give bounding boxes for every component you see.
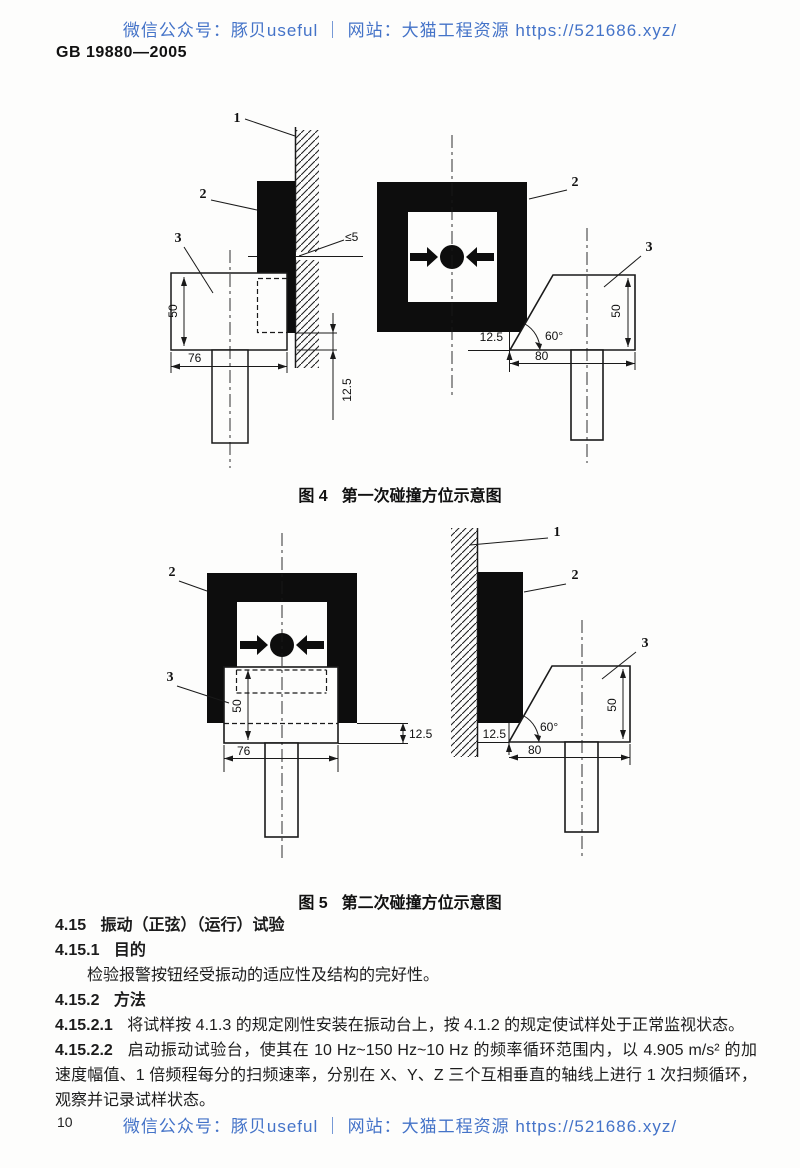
clause-4-15-2-1: 4.15.2.1 将试样按 4.1.3 的规定刚性安装在振动台上，按 4.1.2 …	[55, 1013, 757, 1038]
clause-number: 4.15.2.1	[55, 1017, 113, 1034]
part-2-label: 2	[169, 565, 176, 580]
angle-60-label: 60°	[540, 720, 558, 734]
dim-50-label: 50	[166, 304, 180, 318]
hidden-outline-dashed	[256, 277, 287, 334]
hammer-shaft	[564, 741, 599, 833]
part-3-label: 3	[175, 231, 182, 246]
clause-text: 将试样按 4.1.3 的规定刚性安装在振动台上，按 4.1.2 的规定使试样处于…	[127, 1017, 745, 1034]
fig4-front-view-dimensions	[468, 189, 642, 372]
clause-4-15-heading: 4.15 振动（正弦）（运行）试验	[55, 913, 757, 938]
part-3-label: 3	[167, 670, 174, 685]
watermark-bottom: 微信公众号：豚贝useful ｜ 网站：大猫工程资源 https://52168…	[122, 1117, 678, 1136]
fig5-side-view-dimensions	[469, 537, 637, 765]
dim-50-label: 50	[605, 698, 619, 712]
dim-50-label: 50	[230, 699, 244, 713]
wall-hatch	[451, 528, 477, 757]
clause-number: 4.15.2	[55, 992, 100, 1009]
standard-number: GB 19880—2005	[56, 44, 188, 61]
dim-12-5-label: 12.5	[340, 378, 354, 402]
part-2-label: 2	[200, 187, 207, 202]
dim-12-5-label: 12.5	[480, 330, 504, 344]
part-1-label: 1	[234, 111, 241, 126]
dim-76-label: 76	[188, 351, 202, 365]
part-3-label: 3	[646, 240, 653, 255]
figure5-number: 图 5	[298, 895, 328, 912]
clause-4-15-2-heading: 4.15.2 方法	[55, 988, 757, 1013]
part-2-label: 2	[572, 568, 579, 583]
dim-12-5-label: 12.5	[409, 727, 433, 741]
wall-hatch	[296, 130, 319, 368]
figure4-number: 图 4	[298, 488, 328, 505]
part-3-label: 3	[642, 636, 649, 651]
clause-number: 4.15	[55, 917, 87, 934]
part-2-label: 2	[572, 175, 579, 190]
figure4-title: 第一次碰撞方位示意图	[341, 488, 502, 505]
dim-80-label: 80	[528, 743, 542, 757]
fig4-front-view	[377, 135, 636, 463]
dim-76-label: 76	[237, 744, 251, 758]
fig5-front-view	[207, 533, 357, 862]
fig4-side-view-dimensions	[170, 118, 345, 420]
part-1-label: 1	[554, 525, 561, 540]
gap-max-label: ≤5	[345, 230, 359, 244]
hammer-head	[170, 272, 288, 351]
hammer-shaft	[264, 742, 299, 838]
body-text: 4.15 振动（正弦）（运行）试验 4.15.1 目的 检验报警按钮经受振动的适应性…	[55, 913, 757, 1113]
clause-4-15-1-heading: 4.15.1 目的	[55, 938, 757, 963]
figure5-title: 第二次碰撞方位示意图	[341, 895, 502, 912]
clause-number: 4.15.1	[55, 942, 100, 959]
hidden-outline-dashed	[224, 669, 338, 725]
impact-arrow-right	[296, 635, 324, 655]
clause-number: 4.15.2.2	[55, 1042, 113, 1059]
clause-title: 目的	[113, 942, 146, 959]
impact-arrow-left	[240, 635, 268, 655]
clause-4-15-1-body: 检验报警按钮经受振动的适应性及结构的完好性。	[87, 967, 440, 984]
fig4-side-view	[170, 127, 363, 468]
watermark-top: 微信公众号：豚贝useful ｜ 网站：大猫工程资源 https://52168…	[122, 21, 678, 40]
impact-arrow-left	[410, 247, 438, 267]
fig5-side-view	[451, 528, 631, 858]
figure4-caption: 图 4 第一次碰撞方位示意图	[0, 482, 800, 506]
dim-80-label: 80	[535, 349, 549, 363]
clause-title: 振动（正弦）（运行）试验	[100, 917, 285, 934]
angle-60-label: 60°	[545, 329, 563, 343]
push-point	[270, 633, 294, 657]
clause-title: 方法	[113, 992, 146, 1009]
page-number: 10	[57, 1114, 73, 1130]
hammer-head	[223, 666, 339, 744]
impact-arrow-right	[466, 247, 494, 267]
fig5-front-view-dimensions	[176, 580, 408, 772]
call-point-body	[478, 572, 523, 723]
dim-12-5-label: 12.5	[483, 727, 507, 741]
figure5-caption: 图 5 第二次碰撞方位示意图	[0, 889, 800, 913]
dim-50-label: 50	[609, 304, 623, 318]
clause-text: 启动振动试验台，使其在 10 Hz~150 Hz~10 Hz 的频率循环范围内，…	[55, 1042, 757, 1109]
